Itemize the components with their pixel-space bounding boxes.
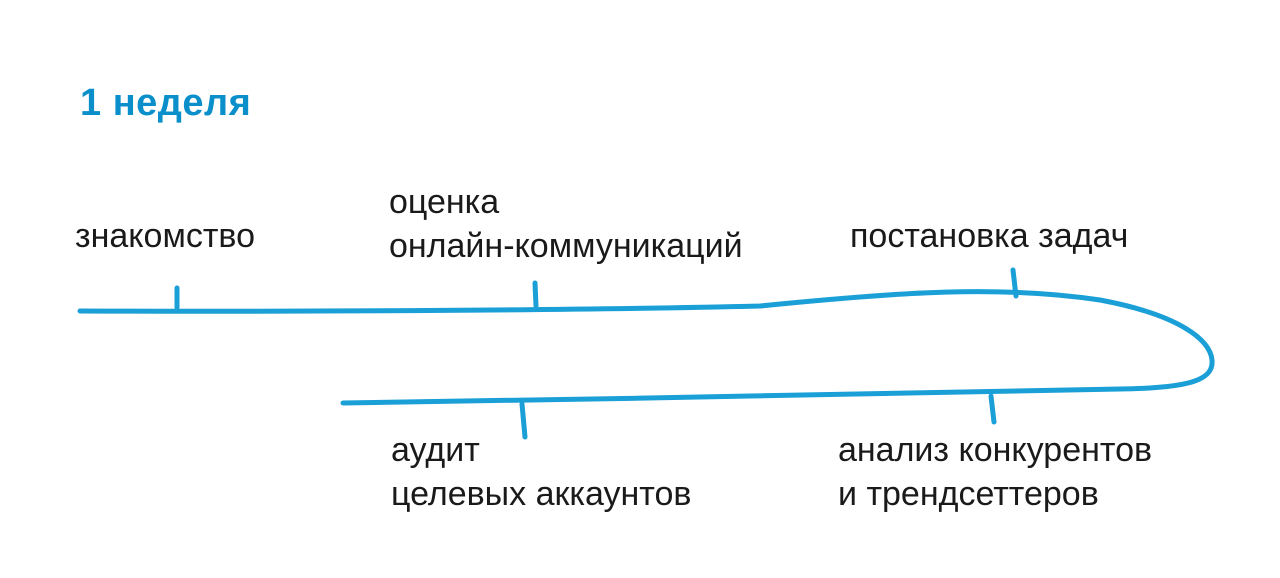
milestone-label-line: постановка задач — [850, 217, 1129, 255]
milestone-tick-1 — [532, 280, 539, 309]
milestone-tick-2 — [1010, 267, 1019, 299]
milestone-label-line: знакомство — [75, 217, 255, 255]
milestone-label-line: и трендсеттеров — [838, 475, 1099, 513]
milestone-label-acquaintance: знакомство — [75, 214, 255, 258]
milestone-label-task-setting: постановка задач — [850, 214, 1128, 258]
milestone-label-line: аудит — [391, 431, 480, 469]
week-title: 1 неделя — [80, 82, 252, 124]
timeline-track — [77, 289, 1215, 406]
milestone-label-competitor-analysis: анализ конкурентов и трендсеттеров — [838, 428, 1152, 516]
milestone-tick-4 — [988, 393, 997, 425]
milestone-tick-3 — [519, 401, 528, 440]
milestone-label-line: анализ конкурентов — [838, 431, 1153, 469]
milestone-label-line: онлайн-коммуникаций — [389, 227, 743, 265]
milestone-label-line: оценка — [389, 183, 500, 221]
milestone-label-online-communications: оценка онлайн-коммуникаций — [389, 180, 743, 268]
milestone-label-line: целевых аккаунтов — [391, 475, 692, 513]
milestone-label-account-audit: аудит целевых аккаунтов — [391, 428, 691, 516]
